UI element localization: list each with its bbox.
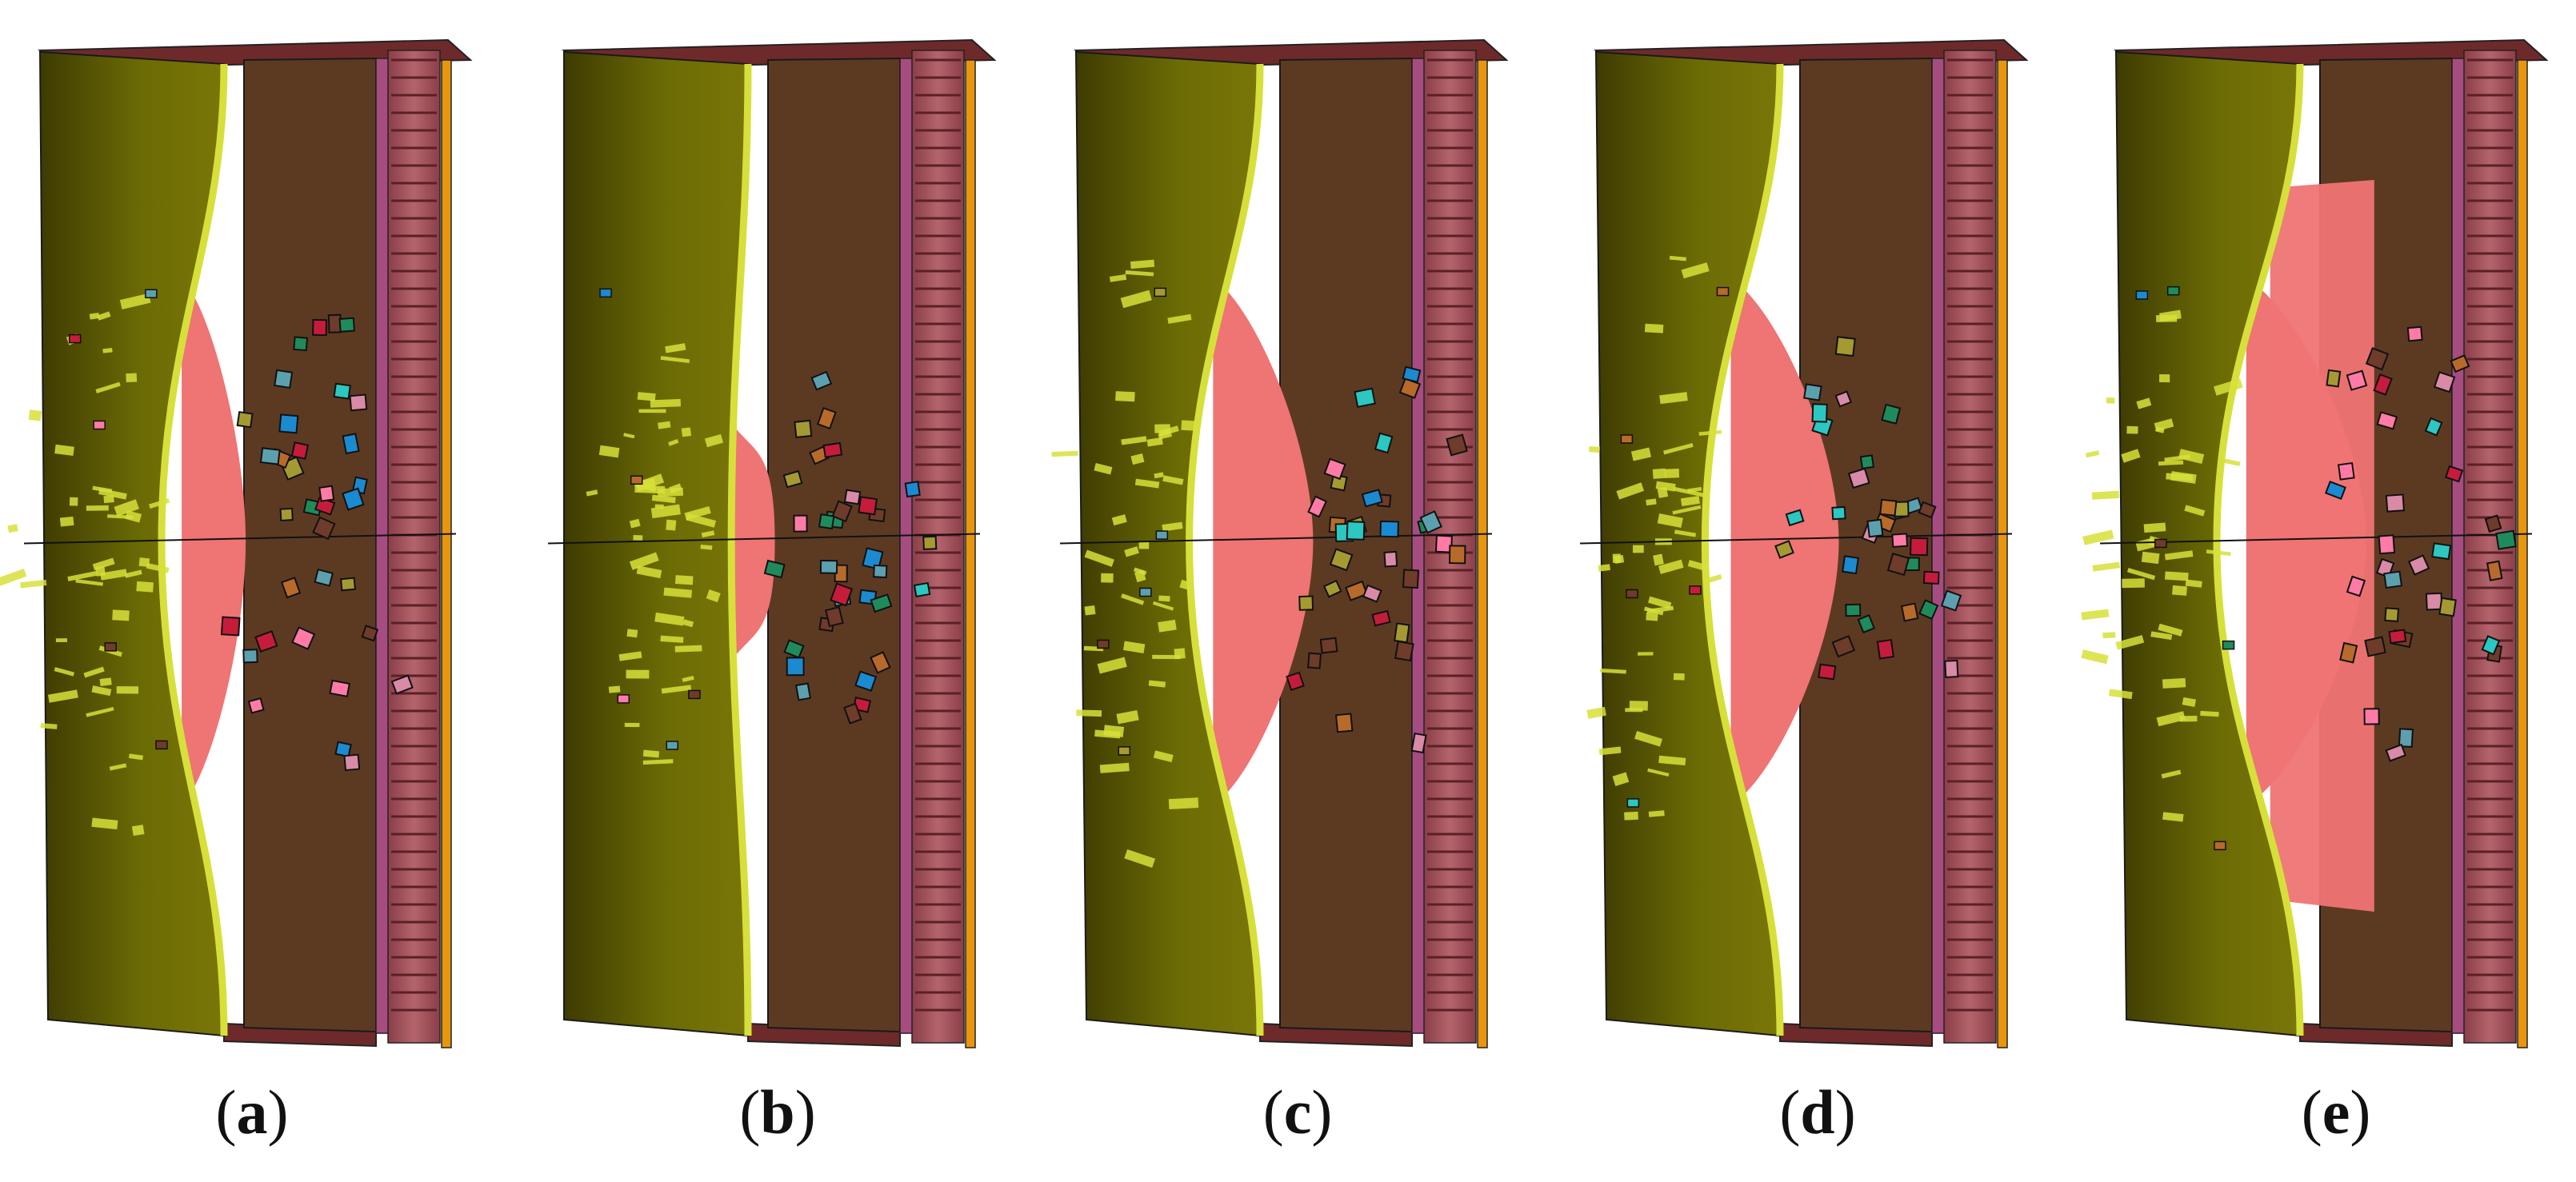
fragment-cluster	[586, 343, 724, 765]
trace-line	[547, 533, 981, 545]
trace-line	[1059, 533, 1493, 545]
magenta-layer	[375, 58, 390, 1034]
debris-cluster	[1097, 287, 1468, 756]
panel-b-caption: (b)	[739, 1077, 816, 1147]
panel-a-caption: (a)	[215, 1077, 289, 1147]
honeycomb-cells	[391, 58, 437, 1012]
back-plate	[2517, 59, 2528, 1048]
debris-cluster	[599, 288, 938, 750]
back-plate	[965, 59, 976, 1048]
panel-b	[547, 38, 997, 1048]
debris-cluster	[1620, 286, 1962, 808]
interior-cavity	[767, 57, 901, 1033]
front-plate	[563, 50, 750, 1037]
interior-cavity	[243, 57, 377, 1033]
front-plate-rim	[158, 63, 228, 1036]
honeycomb-core	[1943, 50, 1997, 1044]
magenta-layer	[1411, 58, 1426, 1034]
back-plate	[441, 59, 452, 1048]
honeycomb-cells	[1427, 58, 1473, 1012]
honeycomb-core	[387, 50, 441, 1044]
honeycomb-cells	[1947, 58, 1993, 1012]
fragment-cluster	[2081, 309, 2243, 822]
panel-c-caption: (c)	[1262, 1077, 1333, 1147]
honeycomb-core	[911, 50, 965, 1044]
trace-line	[23, 533, 457, 545]
exposed-core	[182, 278, 246, 806]
panel-e	[2081, 38, 2549, 1048]
back-plate	[1997, 59, 2008, 1048]
front-plate-rim	[1186, 63, 1264, 1036]
magenta-layer	[2451, 58, 2466, 1034]
back-plate	[1477, 59, 1488, 1048]
panel-a	[0, 38, 473, 1048]
panel-e-caption: (e)	[2301, 1077, 2371, 1147]
debris-cluster	[2135, 286, 2517, 851]
fragment-cluster	[1586, 255, 1722, 821]
panel-c	[1051, 38, 1509, 1048]
trace-line	[2099, 533, 2533, 545]
magenta-layer	[1931, 58, 1946, 1034]
magenta-layer	[899, 58, 914, 1034]
panel-d	[1579, 38, 2029, 1048]
exposed-core-large	[2270, 180, 2374, 912]
debris-cluster	[68, 289, 414, 772]
exposed-core	[1213, 278, 1314, 806]
fragment-cluster	[1051, 259, 1199, 869]
panel-d-caption: (d)	[1779, 1077, 1856, 1147]
front-plate-rim	[727, 63, 752, 1036]
front-plate-rim	[2213, 63, 2304, 1036]
exposed-core	[730, 421, 775, 662]
trace-line	[1579, 533, 2013, 545]
front-plate-rim	[1701, 63, 1784, 1036]
